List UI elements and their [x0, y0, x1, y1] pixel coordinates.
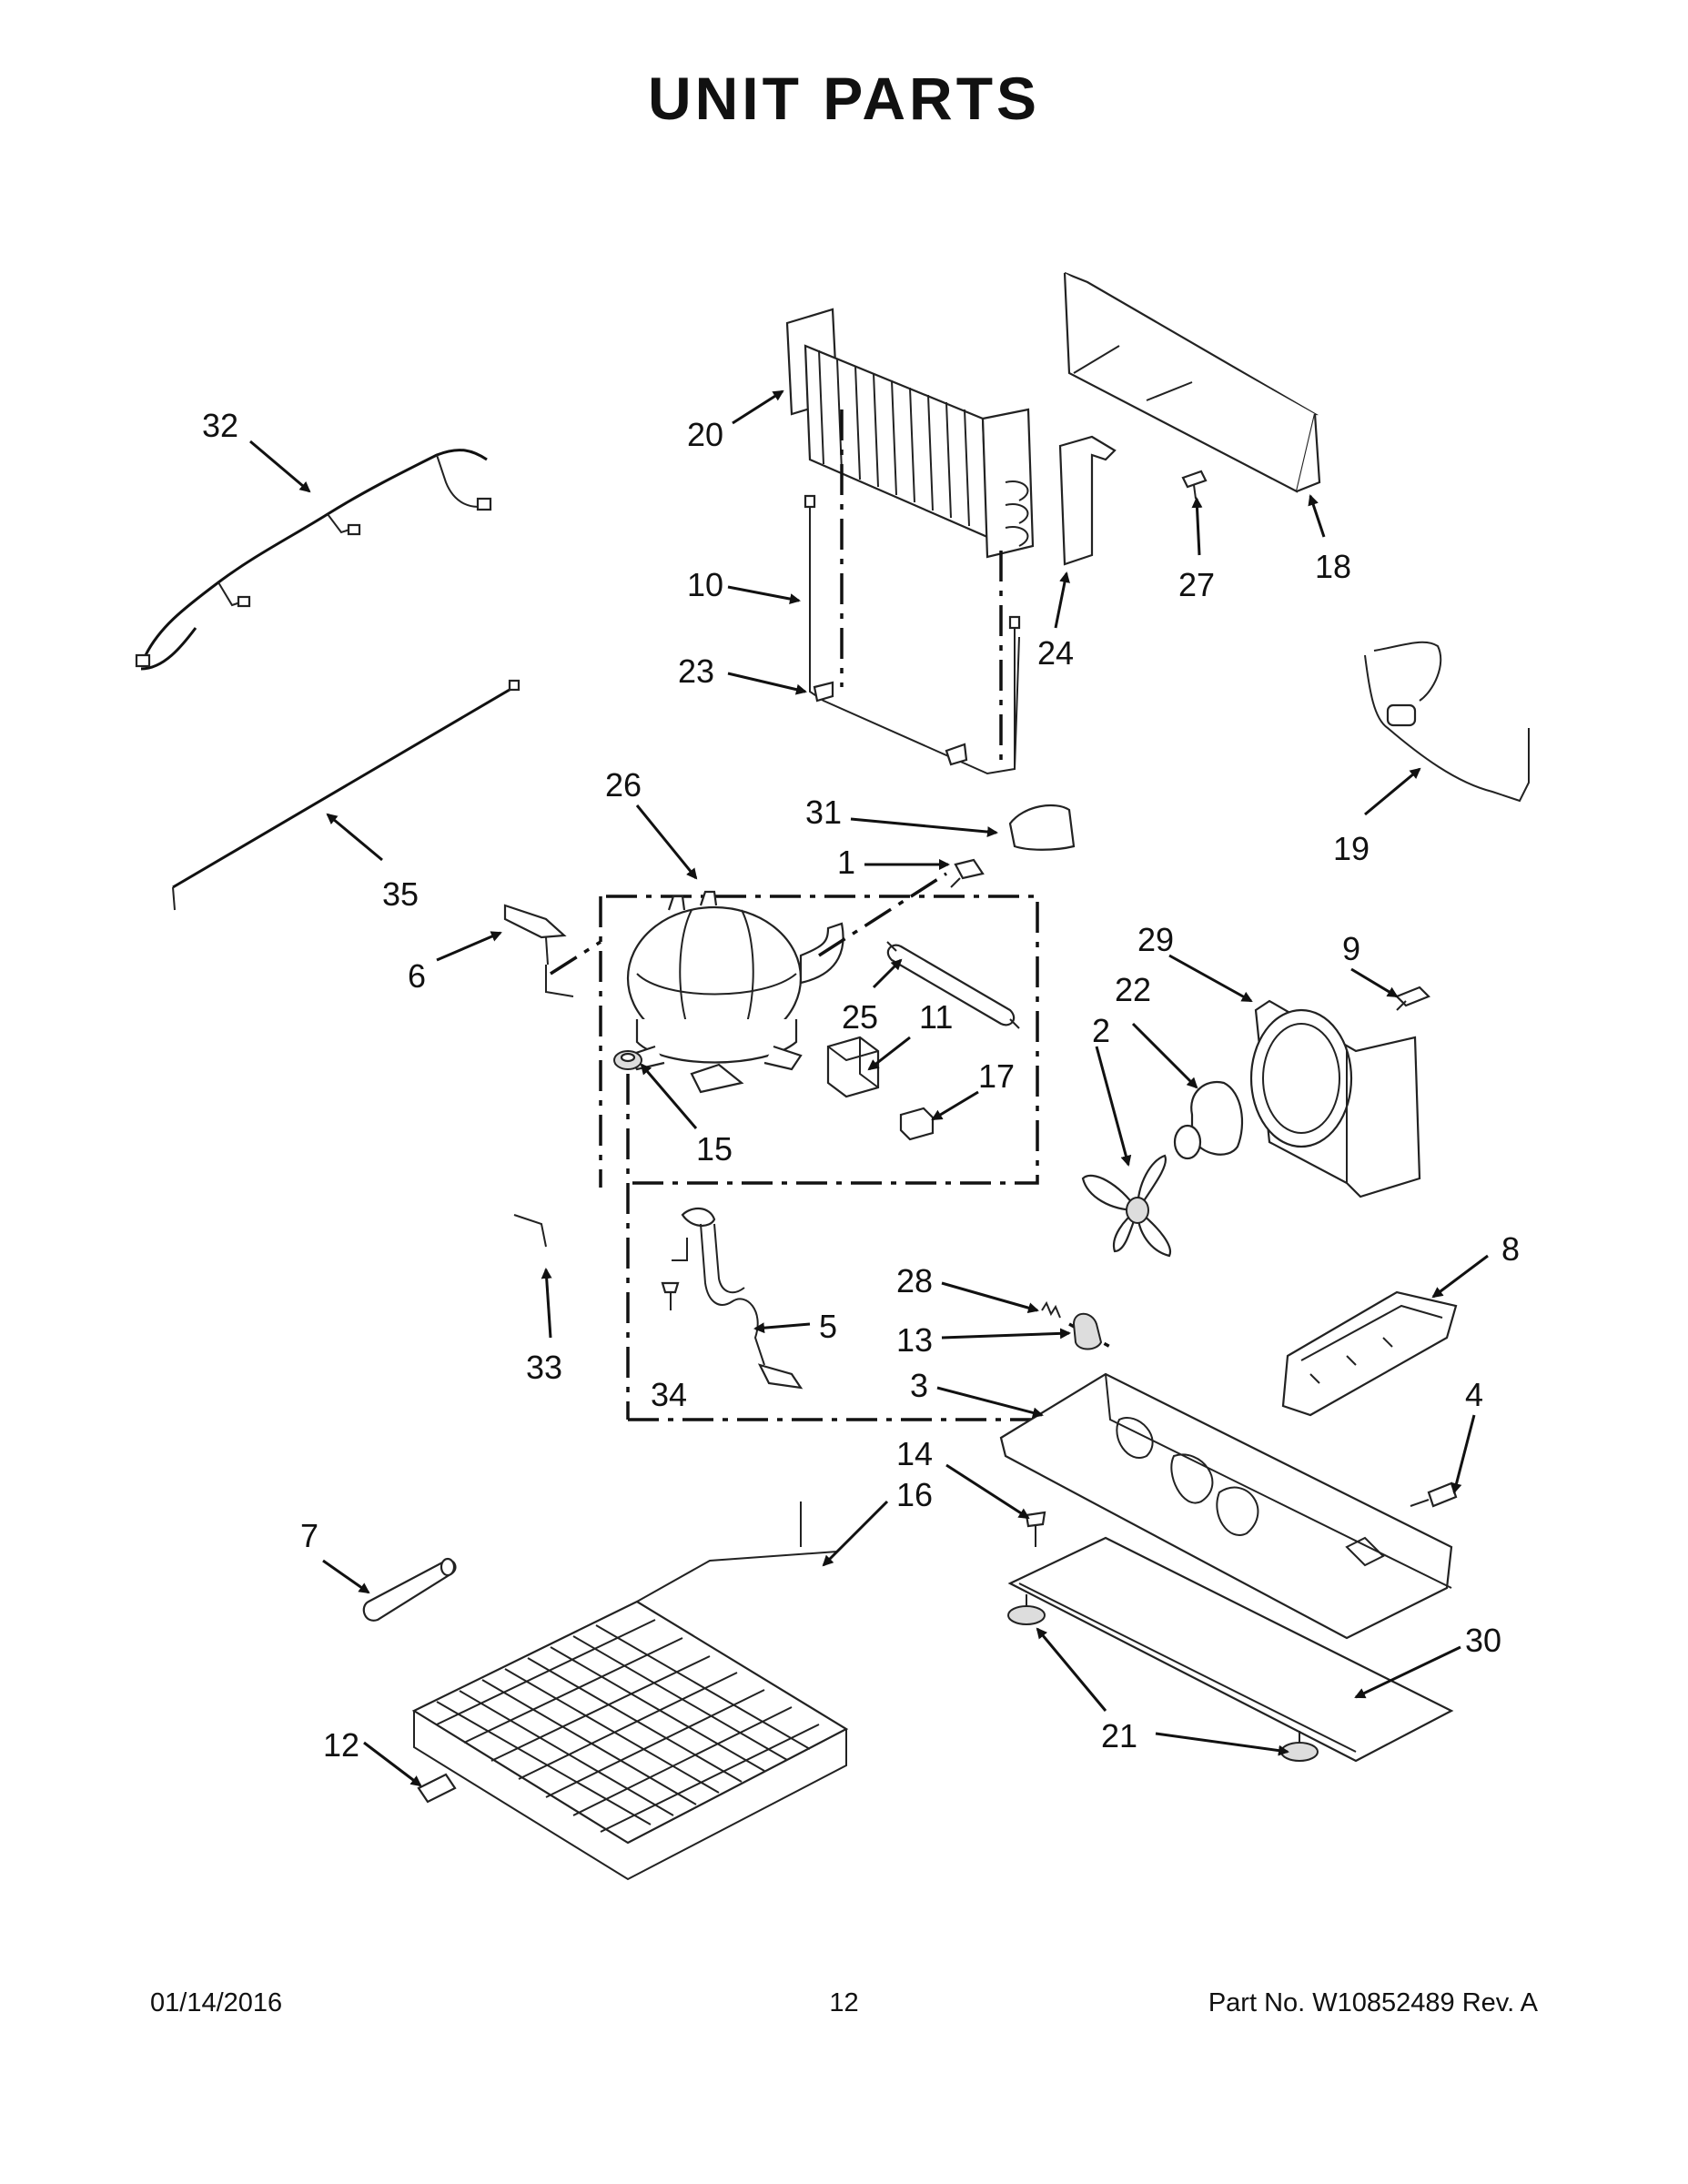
base-plate-3: [999, 1372, 1453, 1640]
compressor-26: [626, 890, 844, 1094]
evaporator-20: [785, 308, 1035, 559]
callout-labels: 32 20 10 23 24 27 18 19 26 31 1 35 6 25 …: [202, 407, 1520, 1764]
callout-21: 21: [1101, 1717, 1137, 1754]
drier-25: [886, 941, 1020, 1029]
drain-pan-8: [1281, 1290, 1458, 1417]
callout-25: 25: [842, 998, 878, 1036]
callout-34: 34: [651, 1376, 687, 1413]
tube-19: [1364, 641, 1530, 803]
callout-12: 12: [323, 1726, 359, 1764]
callout-19: 19: [1333, 830, 1370, 867]
callout-28: 28: [896, 1262, 933, 1299]
callout-26: 26: [605, 766, 642, 804]
connector-icon: [135, 653, 151, 668]
connector-icon: [476, 497, 492, 511]
callout-24: 24: [1037, 634, 1074, 672]
callout-10: 10: [687, 566, 723, 603]
wire-35: [172, 679, 521, 911]
cover-plate-30: [1007, 1536, 1454, 1763]
channel-24: [1058, 435, 1117, 566]
condenser-coil-16: [411, 1502, 849, 1881]
footer-date: 01/14/2016: [150, 1988, 283, 2017]
dash-line-1: [818, 872, 947, 957]
footer-page-number: 12: [829, 1988, 859, 2017]
callout-11: 11: [919, 998, 953, 1036]
page-title: UNIT PARTS: [647, 65, 1041, 132]
callout-8: 8: [1501, 1230, 1520, 1268]
shroud-29: [1249, 999, 1421, 1198]
relay-11: [826, 1036, 880, 1098]
callout-17: 17: [978, 1057, 1015, 1095]
tube-assembly-5: [672, 1208, 804, 1390]
clip-12: [417, 1773, 457, 1804]
leader-arrows: [249, 389, 1489, 1787]
connector-icon: [347, 523, 361, 536]
tube-7: [362, 1557, 457, 1622]
callout-27: 27: [1178, 566, 1215, 603]
grommet-13: [1072, 1312, 1103, 1350]
callout-23: 23: [678, 652, 714, 690]
screw-4: [1410, 1481, 1458, 1508]
callout-6: 6: [408, 957, 426, 995]
wire-harness-32: [135, 449, 492, 671]
callout-2: 2: [1092, 1012, 1110, 1049]
callout-3: 3: [910, 1367, 928, 1404]
callout-35: 35: [382, 875, 419, 913]
wire-33: [513, 1214, 547, 1248]
spring-28: [1041, 1300, 1061, 1319]
fan-blade-2: [1081, 1154, 1172, 1258]
callout-29: 29: [1137, 921, 1174, 958]
cover-18: [1063, 271, 1321, 493]
foot-21a: [1007, 1594, 1046, 1625]
dash-line-evaporator: [840, 410, 1003, 760]
callout-16: 16: [896, 1476, 933, 1513]
callout-13: 13: [896, 1321, 933, 1359]
screw-27: [1181, 470, 1208, 500]
callout-18: 18: [1315, 548, 1351, 585]
callout-4: 4: [1465, 1376, 1483, 1413]
callout-20: 20: [687, 416, 723, 453]
grommet-15: [613, 1050, 642, 1070]
callout-22: 22: [1115, 971, 1151, 1008]
screw-34: [661, 1281, 680, 1310]
callout-5: 5: [819, 1308, 837, 1345]
screw-9: [1395, 986, 1430, 1011]
compressor-group-outline: [599, 895, 1039, 1188]
screw-1: [950, 858, 985, 888]
screw-14: [1025, 1511, 1046, 1547]
callout-30: 30: [1465, 1622, 1501, 1659]
dash-line-top: [550, 940, 601, 976]
defrost-heater-10-23: [804, 494, 1021, 775]
fan-motor-22: [1173, 1080, 1244, 1160]
overload-17: [899, 1107, 935, 1141]
connector-icon: [237, 595, 251, 608]
clip-31: [1008, 804, 1076, 851]
callout-31: 31: [805, 794, 842, 831]
callout-14: 14: [896, 1435, 933, 1472]
callout-33: 33: [526, 1349, 562, 1386]
callout-32: 32: [202, 407, 238, 444]
bracket-6: [503, 904, 567, 966]
callout-9: 9: [1342, 930, 1360, 967]
footer-part-number: Part No. W10852489 Rev. A: [1208, 1988, 1538, 2017]
callout-15: 15: [696, 1130, 733, 1168]
callout-7: 7: [300, 1517, 318, 1554]
callout-1: 1: [837, 844, 855, 881]
